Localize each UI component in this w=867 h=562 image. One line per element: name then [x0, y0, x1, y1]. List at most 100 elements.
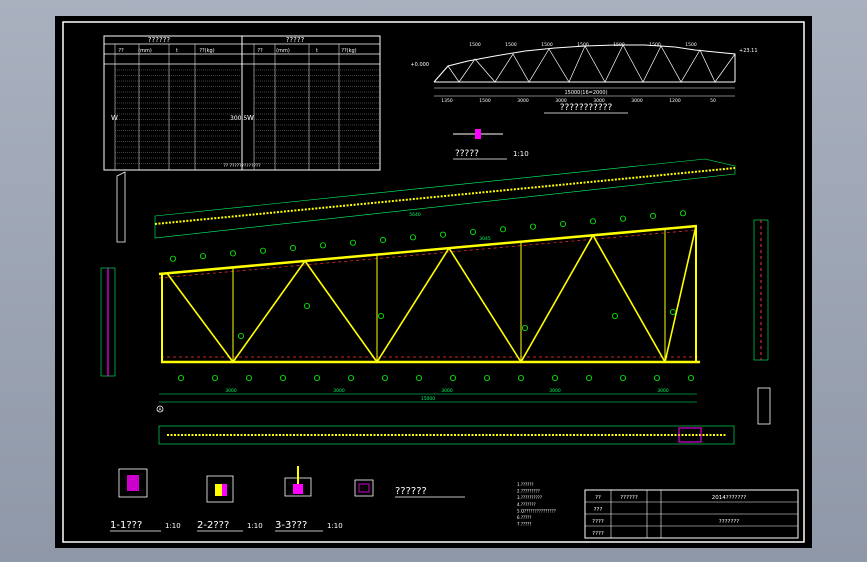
- note-item-1: 2.?????????: [517, 489, 540, 494]
- callout-bubbles: [170, 210, 695, 381]
- callout-bubble: [289, 245, 296, 252]
- callout-bubble: [381, 374, 388, 381]
- truss-line-diagram: ??????????? 15000(16=2000) +0.000 +23.11…: [410, 42, 758, 114]
- table-side-mark-left: W: [111, 114, 118, 122]
- line-diagram-top-dim-6: 1500: [685, 42, 697, 48]
- material-title: ??????: [395, 486, 427, 497]
- callout-bubble: [654, 374, 661, 381]
- truss-node-label: A: [158, 407, 162, 413]
- callout-bubble: [620, 215, 627, 222]
- web-diagonal: [520, 234, 594, 363]
- truss-bottom-dim-0: 3000: [225, 388, 237, 394]
- callout-bubble: [347, 374, 354, 381]
- drawing-svg: ?????? ????? W W 300.5 ?? ????????????? …: [62, 21, 805, 543]
- callout-bubble: [680, 210, 687, 217]
- title-cell-0-3: 2014???????: [712, 495, 747, 501]
- callout-bubble: [415, 374, 422, 381]
- detail-2-2: 2-2??? 1:10: [197, 475, 263, 532]
- top-chord: [158, 224, 698, 276]
- top-chord-weld: [158, 229, 698, 279]
- callout-bubble: [229, 250, 236, 257]
- callout-bubble: [313, 374, 320, 381]
- callout-bubble: [670, 308, 677, 315]
- callout-bubble: [483, 374, 490, 381]
- web-diagonal: [376, 247, 450, 363]
- line-diagram-bottom-dim-1: 1500: [479, 98, 491, 104]
- detail-3-scale: 1:10: [327, 522, 343, 530]
- table-footer: ?? ?????????????: [223, 163, 261, 169]
- left-end-section: [100, 171, 126, 377]
- table-total-left: 300.5: [230, 115, 247, 122]
- callout-bubble: [517, 374, 524, 381]
- callout-bubble: [551, 374, 558, 381]
- table-col-label-5: (mm): [276, 48, 290, 54]
- title-cell-3-0: ????: [592, 531, 604, 537]
- section-title: ?????: [455, 149, 479, 159]
- callout-bubble: [620, 374, 627, 381]
- truss-bottom-dim-3: 3000: [549, 388, 561, 394]
- callout-bubble: [319, 242, 326, 249]
- note-item-2: 3.??????????: [517, 495, 542, 500]
- line-diagram-bottom-dim-4: 3000: [593, 98, 605, 104]
- callout-bubble: [521, 324, 528, 331]
- callout-bubble: [349, 239, 356, 246]
- table-header-right: ?????: [286, 36, 305, 44]
- table-col-label-3: ??(kg): [199, 48, 214, 54]
- callout-bubble: [469, 228, 476, 235]
- title-cell-0-0: ??: [595, 495, 601, 501]
- detail-plate: [354, 479, 374, 497]
- line-diagram-bottom-dim-5: 3000: [631, 98, 643, 104]
- callout-bubble: [245, 374, 252, 381]
- truss-bottom-dim-4: 3000: [657, 388, 669, 394]
- callout-bubble: [612, 312, 619, 319]
- truss-bottom-dim-1: 3000: [333, 388, 345, 394]
- callout-bubble: [199, 253, 206, 260]
- table-col-label-0: ??: [118, 48, 124, 54]
- note-item-0: 1.??????: [517, 482, 534, 487]
- callout-bubble: [559, 220, 566, 227]
- callout-bubble: [377, 312, 384, 319]
- detail-1-scale: 1:10: [165, 522, 181, 530]
- truss-top-total: 5640: [409, 212, 421, 218]
- callout-bubble: [279, 374, 286, 381]
- plan-chord-line: [154, 167, 736, 225]
- right-end-section: [753, 219, 771, 425]
- line-diagram-top-dim-2: 1500: [541, 42, 553, 48]
- line-diagram-top-dim-5: 1500: [649, 42, 661, 48]
- callout-bubble: [449, 374, 456, 381]
- line-diagram-bottom-total: 15000(16=2000): [564, 90, 607, 96]
- web-diagonal: [664, 225, 697, 363]
- web-diagonal: [232, 260, 306, 363]
- line-diagram-bottom-dim-6: 1200: [669, 98, 681, 104]
- callout-bubble: [650, 212, 657, 219]
- web-diagonal: [592, 234, 666, 363]
- note-item-4: 5.Q???????????????: [517, 508, 556, 513]
- table-col-label-7: ??(kg): [341, 48, 356, 54]
- callout-bubble: [439, 231, 446, 238]
- callout-bubble: [379, 237, 386, 244]
- callout-bubble: [409, 234, 416, 241]
- member-table: ?????? ????? W W 300.5 ?? ????????????? …: [103, 35, 381, 171]
- notes-list: 1.??????2.?????????3.??????????4.???????…: [517, 482, 556, 527]
- title-cell-2-3: ???????: [719, 519, 740, 525]
- callout-bubble: [688, 374, 695, 381]
- title-cell-0-1: ??????: [620, 495, 638, 501]
- callout-bubble: [211, 374, 218, 381]
- truss-bottom-total: 15000: [421, 396, 435, 402]
- callout-bubble: [586, 374, 593, 381]
- line-diagram-bottom-dim-7: 50: [710, 98, 716, 104]
- line-diagram-top-dim-1: 1500: [505, 42, 517, 48]
- drawing-canvas[interactable]: ?????? ????? W W 300.5 ?? ????????????? …: [55, 16, 812, 548]
- callout-bubble: [499, 226, 506, 233]
- title-block: ????????2014?????????????????????????: [584, 489, 799, 539]
- note-item-5: 6.?????: [517, 515, 531, 520]
- title-cell-2-0: ????: [592, 519, 604, 525]
- line-diagram-top-dim-4: 1500: [613, 42, 625, 48]
- line-diagram-bottom-dim-2: 3000: [517, 98, 529, 104]
- line-diagram-title: ???????????: [560, 103, 613, 113]
- line-diagram-bottom-dim-0: 1350: [441, 98, 453, 104]
- table-header-left: ??????: [148, 36, 171, 44]
- web-diagonal: [166, 272, 234, 363]
- line-diagram-bottom-dim-3: 3000: [555, 98, 567, 104]
